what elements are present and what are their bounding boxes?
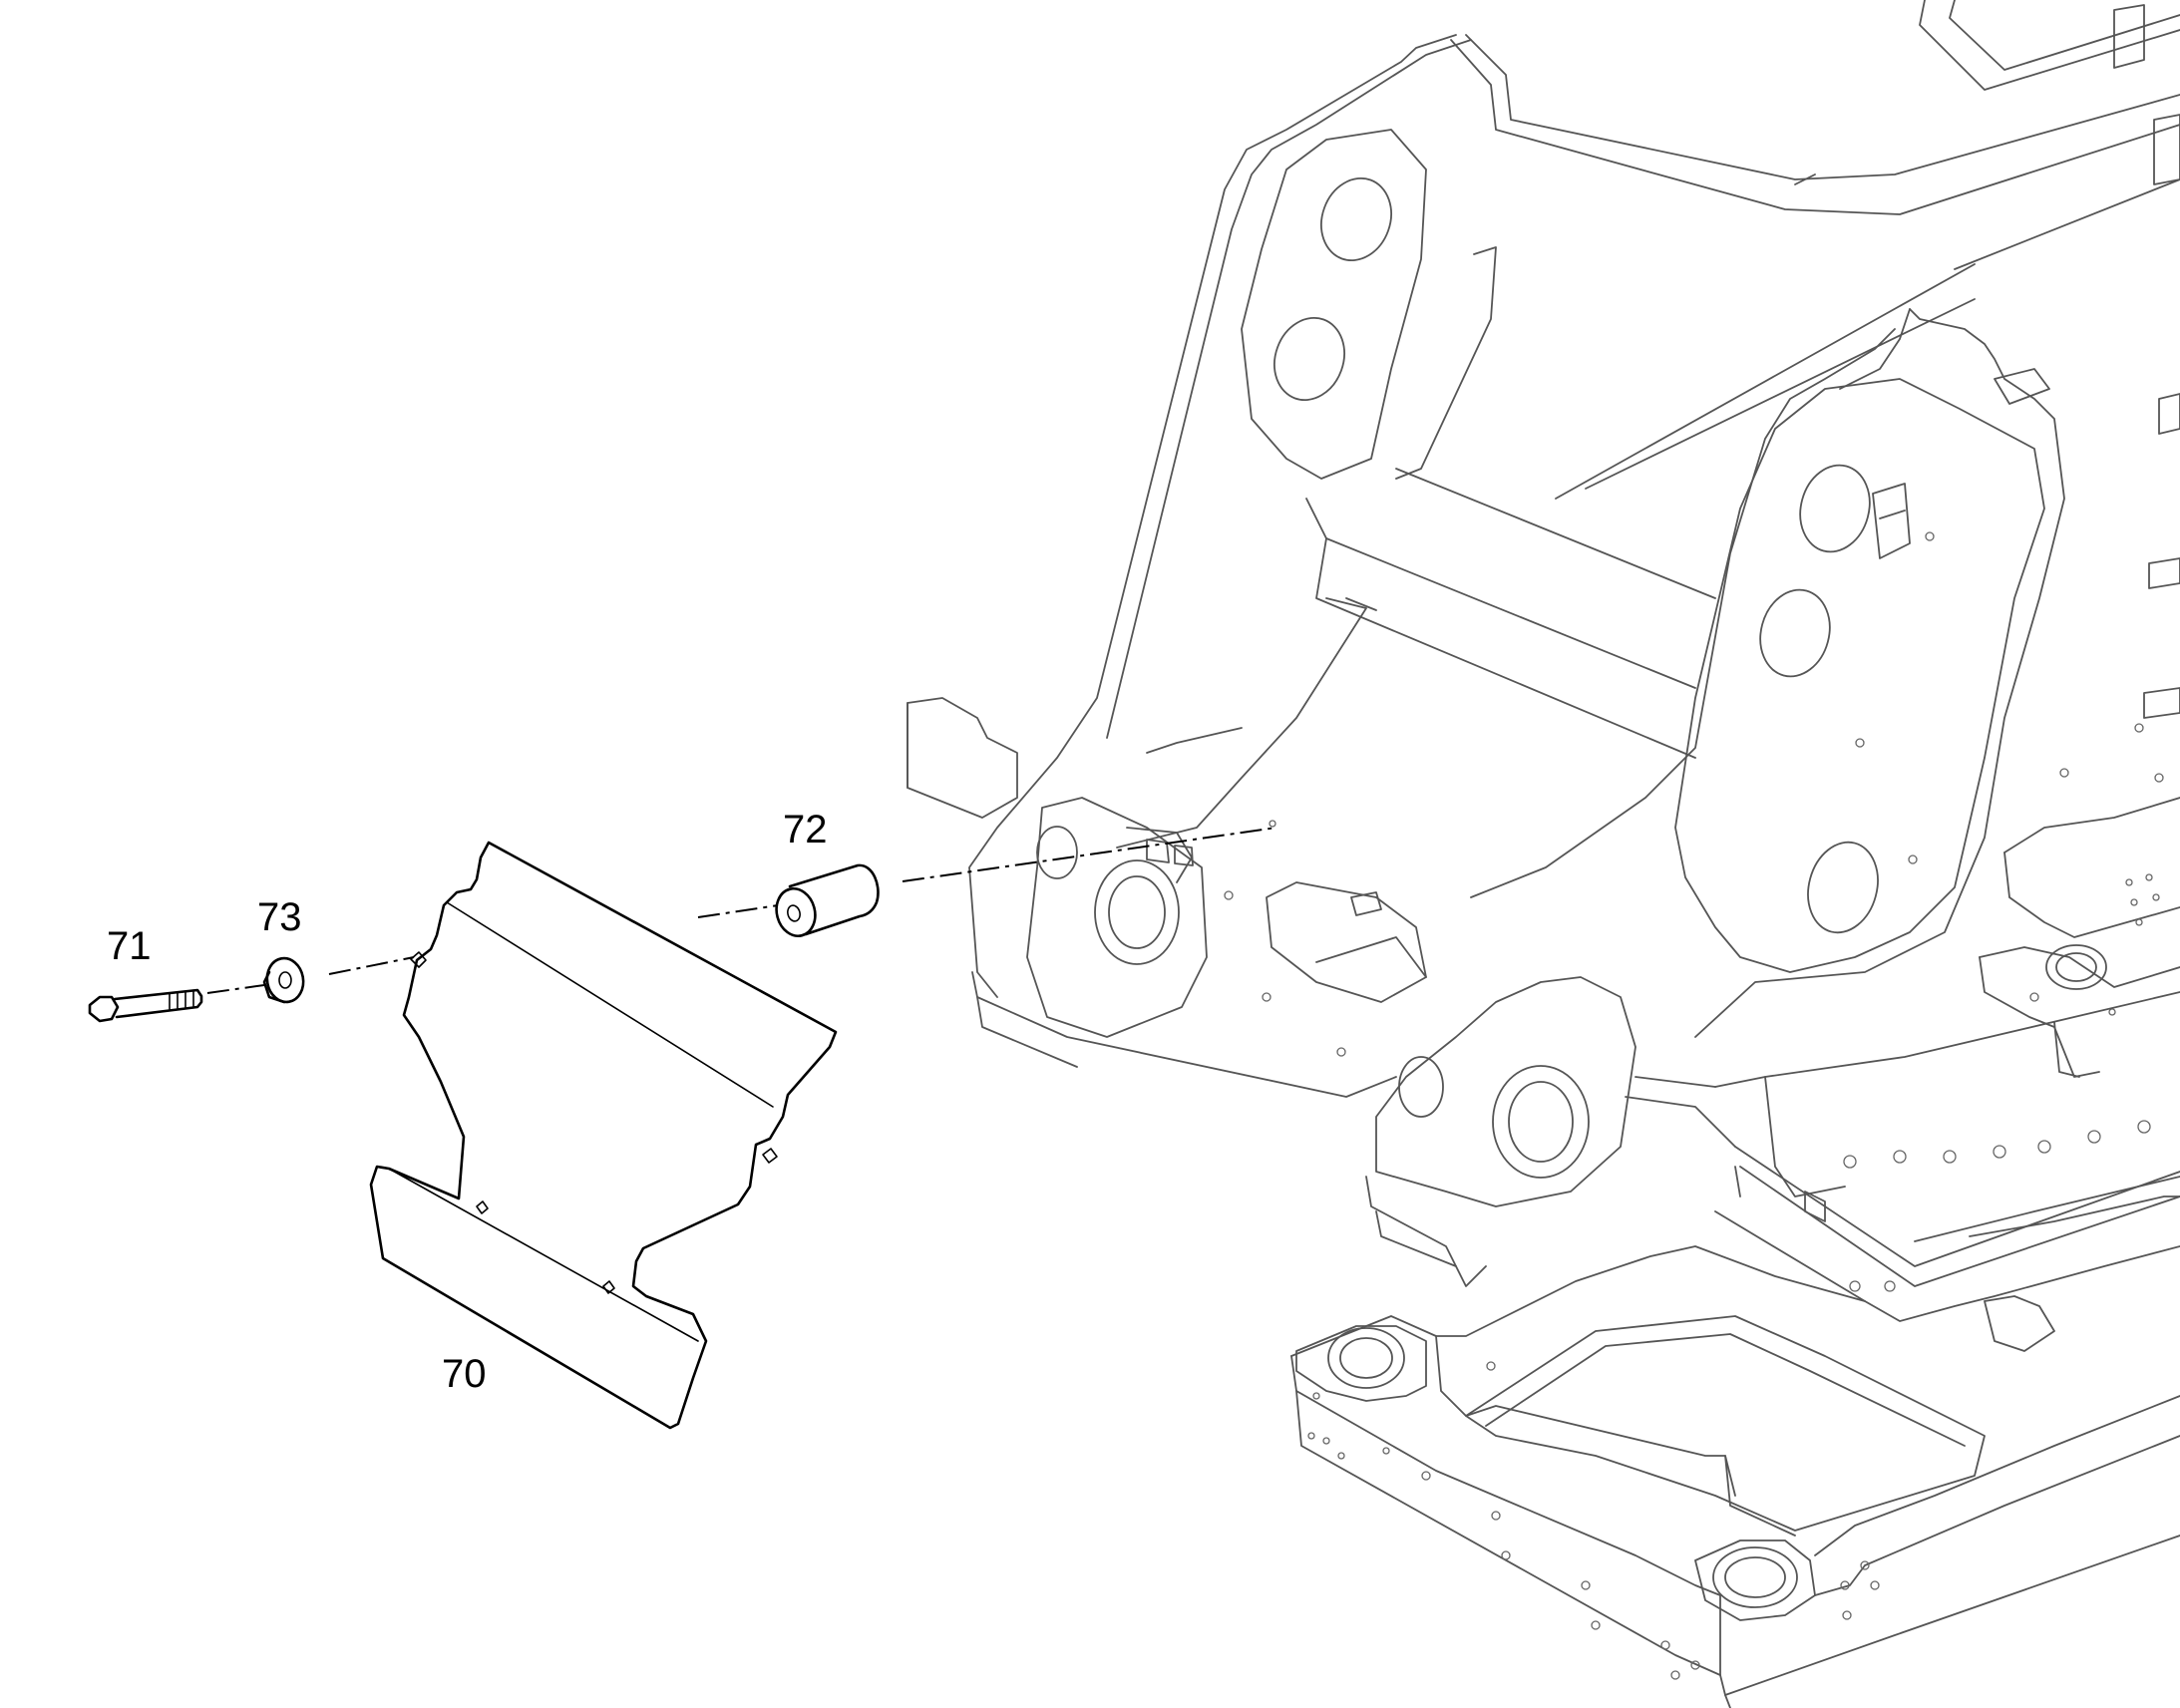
callout-72: 72 <box>783 808 828 852</box>
cover-plate-part-70 <box>369 841 838 1430</box>
assembly-centerlines <box>206 827 1277 994</box>
washer-part-73 <box>262 956 305 1004</box>
callout-70: 70 <box>442 1352 487 1396</box>
spacer-part-72 <box>775 863 880 937</box>
callout-71: 71 <box>107 924 152 968</box>
machine-frame <box>907 0 2180 1708</box>
callout-labels: 70 71 72 73 <box>107 808 828 1396</box>
callout-73: 73 <box>257 895 302 939</box>
bolt-part-71 <box>88 988 203 1023</box>
